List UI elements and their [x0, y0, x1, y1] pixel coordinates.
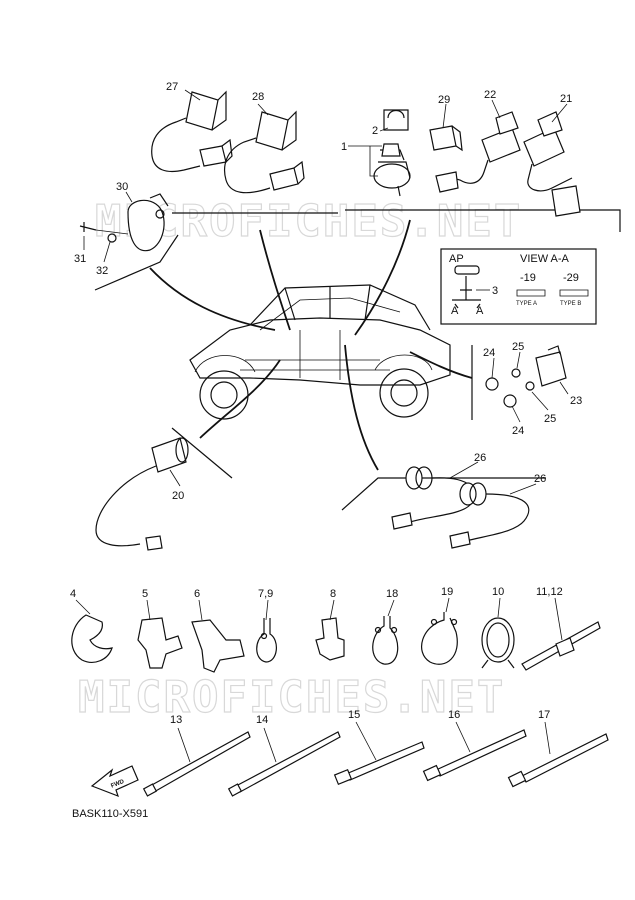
part-20-socket: [95, 437, 189, 551]
callout-2: 2: [372, 125, 378, 137]
view-title: VIEW A-A: [520, 253, 570, 265]
callout-21: 21: [560, 93, 572, 105]
callout-27: 27: [166, 81, 178, 93]
callout-30: 30: [116, 181, 128, 193]
diagram-code: BASK110-X591: [72, 808, 148, 820]
part-1-main-switch: [373, 109, 411, 197]
view-minus-29: -29: [563, 272, 579, 284]
callout-20: 20: [172, 490, 184, 502]
callout-29: 29: [438, 94, 450, 106]
fwd-arrow-icon: FWD: [90, 765, 139, 798]
callout-6: 6: [194, 588, 200, 600]
callout-25-top: 25: [512, 341, 524, 353]
view-ref-3: 3: [492, 285, 498, 297]
callout-11-12: 11,12: [536, 586, 563, 598]
callout-10: 10: [492, 586, 504, 598]
callout-23: 23: [570, 395, 582, 407]
watermark-top: MICROFICHES.NET: [95, 196, 522, 247]
part-28-switch: [223, 110, 305, 194]
callout-4: 4: [70, 588, 76, 600]
callout-1: 1: [341, 141, 347, 153]
callout-8: 8: [330, 588, 336, 600]
callout-numbers: 27 28 29 22 21 1 2 30 31 32 24 25 23 24 …: [70, 81, 582, 726]
callout-7-9: 7,9: [258, 588, 273, 600]
callout-24-top: 24: [483, 347, 495, 359]
view-type-a: TYPE A: [516, 301, 537, 307]
callout-13: 13: [170, 714, 182, 726]
watermark-bottom: MICROFICHES.NET: [78, 672, 505, 723]
callout-19: 19: [441, 586, 453, 598]
callout-22: 22: [484, 89, 496, 101]
callout-26-right: 26: [534, 473, 546, 485]
callout-26-left: 26: [474, 452, 486, 464]
callout-31: 31: [74, 253, 86, 265]
view-minus-19: -19: [520, 272, 536, 284]
callout-25-bottom: 25: [544, 413, 556, 425]
callout-15: 15: [348, 709, 360, 721]
view-a1: A: [451, 305, 459, 317]
leader-lines: [149, 219, 473, 471]
callout-24-bottom: 24: [512, 425, 524, 437]
part-22-key-switch: [435, 111, 521, 193]
vehicle-illustration: [189, 284, 451, 420]
part-23-sensor: [485, 345, 567, 408]
view-a2: A: [476, 305, 484, 317]
callout-leaders: [75, 89, 569, 763]
callout-18: 18: [386, 588, 398, 600]
view-a-a-box: AP VIEW A-A 3 A A -19 -29 TYPE A TYPE B: [440, 248, 597, 325]
fwd-label: FWD: [110, 779, 126, 790]
clips-row: [71, 612, 601, 673]
part-30-horn: [79, 193, 169, 252]
callout-28: 28: [252, 91, 264, 103]
callout-14: 14: [256, 714, 268, 726]
group-brackets: [94, 209, 621, 511]
callout-5: 5: [142, 588, 148, 600]
part-21-key-switch: [523, 111, 581, 217]
callout-16: 16: [448, 709, 460, 721]
part-29-connector: [429, 125, 463, 152]
cable-ties-row: [142, 729, 609, 797]
view-type-b: TYPE B: [560, 301, 581, 307]
view-ap-label: AP: [449, 253, 464, 265]
part-26-sockets: [391, 466, 530, 549]
callout-17: 17: [538, 709, 550, 721]
callout-32: 32: [96, 265, 108, 277]
part-27-switch: [151, 90, 233, 173]
